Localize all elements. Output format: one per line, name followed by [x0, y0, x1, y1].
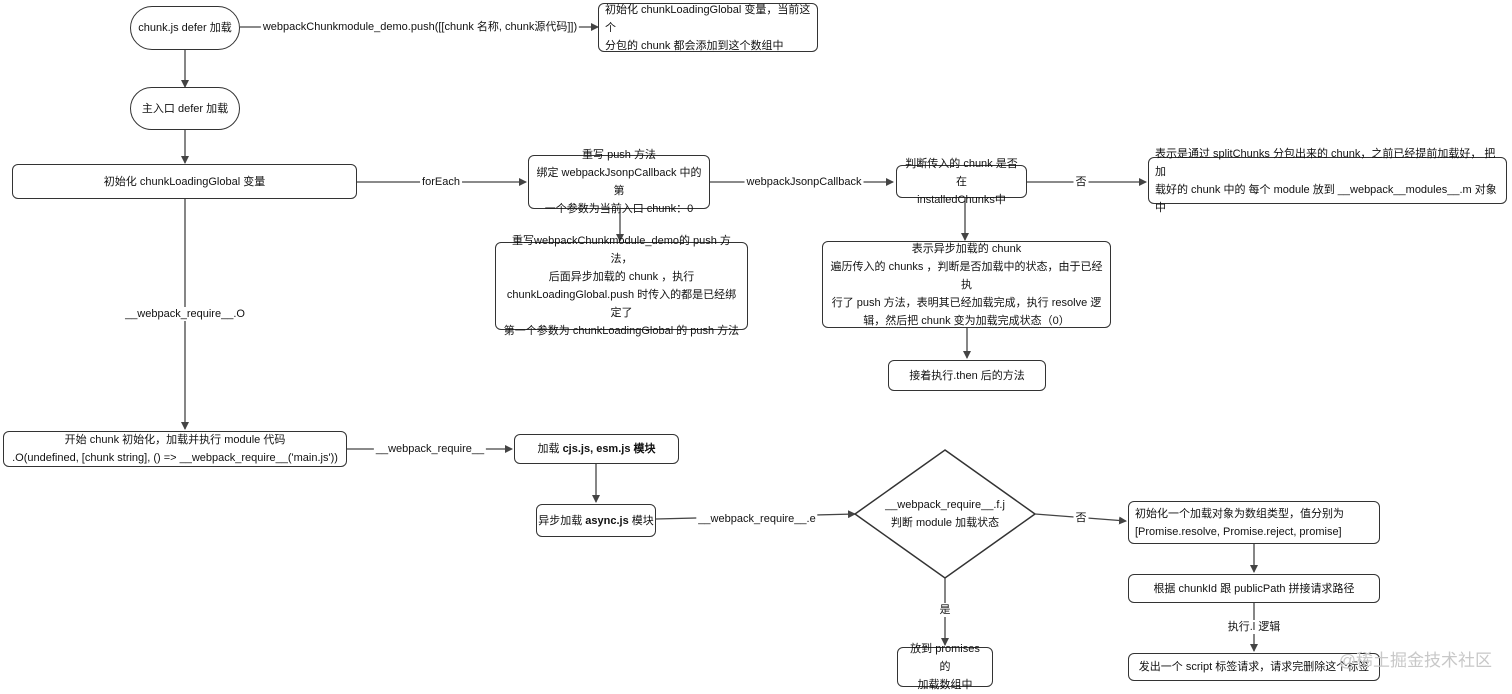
node-main-entry-defer: 主入口 defer 加载: [130, 87, 240, 130]
watermark: @稀土掘金技术社区: [1338, 651, 1492, 670]
node-init-promise: 初始化一个加载对象为数组类型，值分别为 [Promise.resolve, Pr…: [1128, 501, 1380, 544]
node-chunk-defer: chunk.js defer 加载: [130, 6, 240, 50]
label-no-1: 否: [1073, 175, 1089, 189]
label-l-logic: 执行.l 逻辑: [1225, 620, 1283, 634]
label-foreach: forEach: [420, 175, 462, 189]
decision-text: __webpack_require__.f.j 判断 module 加载状态: [885, 499, 1005, 529]
node-then-exec: 接着执行.then 后的方法: [888, 360, 1046, 391]
node-start-chunk-init: 开始 chunk 初始化，加载并执行 module 代码 .O(undefine…: [3, 431, 347, 467]
label-require: __webpack_require__: [373, 442, 487, 456]
label-yes: 是: [937, 603, 953, 617]
node-async-load-prefix: 异步加载: [538, 514, 586, 527]
node-rewrite-push-desc: 重写webpackChunkmodule_demo的 push 方法， 后面异步…: [495, 235, 748, 337]
node-promises-array: 放到 promises 的 加载数组中: [897, 643, 993, 691]
node-split-chunks: 表示是通过 splitChunks 分包出来的 chunk，之前已经提前加载好，…: [1148, 148, 1507, 214]
node-async-load-suffix: 模块: [628, 514, 654, 527]
label-no-2: 否: [1073, 511, 1089, 525]
node-script-request: 发出一个 script 标签请求，请求完删除这个标签: [1128, 653, 1380, 681]
node-load-cjs-esm: 加载 cjs.js, esm.js 模块: [514, 434, 679, 464]
label-push: webpackChunkmodule_demo.push([[chunk 名称,…: [260, 20, 580, 34]
node-chunk-path: 根据 chunkId 跟 publicPath 拼接请求路径: [1128, 574, 1380, 603]
label-require-e: __webpack_require__.e: [696, 512, 818, 526]
node-init-chunk-loading-global: 初始化 chunkLoadingGlobal 变量，当前这个 分包的 chunk…: [598, 3, 818, 52]
node-load-cjs-prefix: 加载: [537, 443, 563, 455]
label-require-O: __webpack_require__.O: [123, 307, 247, 321]
node-judge-installed-chunks: 判断传入的 chunk 是否在 installedChunks中: [896, 158, 1027, 206]
node-init-variable: 初始化 chunkLoadingGlobal 变量: [12, 164, 357, 199]
label-jsonp-callback: webpackJsonpCallback: [744, 175, 864, 189]
node-async-load-bold: async.js: [585, 514, 629, 527]
node-async-chunk: 表示异步加载的 chunk 遍历传入的 chunks ，判断是否加载中的状态，由…: [822, 241, 1111, 328]
node-async-load: 异步加载 async.js 模块: [536, 504, 656, 537]
node-rewrite-push: 重写 push 方法 绑定 webpackJsonpCallback 中的第 一…: [528, 149, 710, 215]
node-load-cjs-bold: cjs.js, esm.js 模块: [562, 443, 656, 455]
